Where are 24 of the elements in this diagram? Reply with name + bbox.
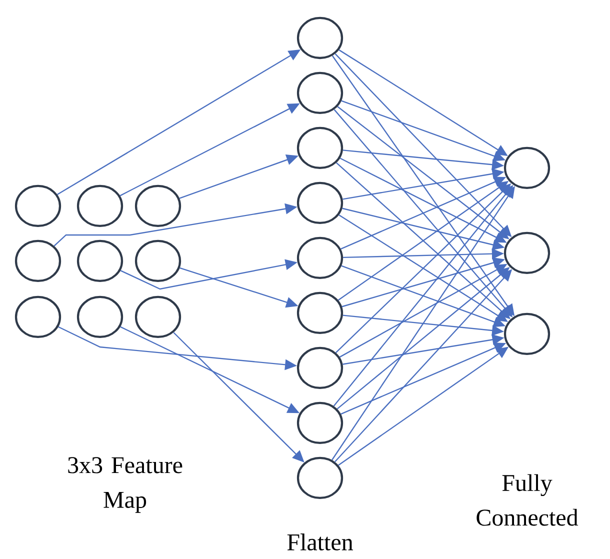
neuron-circle bbox=[296, 236, 344, 280]
axis-label: Flatten bbox=[287, 534, 353, 550]
neuron-circle bbox=[296, 72, 344, 114]
neuron-circle bbox=[76, 184, 124, 228]
neuron-circle bbox=[134, 296, 182, 338]
neuron-circle bbox=[296, 182, 344, 224]
neuron-circle bbox=[14, 240, 62, 282]
neuron-circle bbox=[76, 296, 124, 338]
neuron-circle bbox=[134, 240, 182, 282]
neuron-circle bbox=[504, 312, 550, 356]
neuron-circle bbox=[296, 16, 344, 60]
neuron-circle bbox=[504, 146, 550, 190]
neuron-circle bbox=[296, 402, 344, 444]
neuron-circle bbox=[14, 296, 62, 338]
neuron-circle bbox=[134, 184, 182, 228]
neuron-circle bbox=[296, 126, 344, 170]
axis-label: Fully Connected bbox=[476, 474, 578, 526]
neuron-circle bbox=[504, 232, 550, 274]
neuron-circle bbox=[296, 346, 344, 390]
neuron-circle bbox=[296, 292, 344, 334]
neuron-circle bbox=[296, 456, 344, 500]
axis-label: 3x3 Feature Map bbox=[68, 457, 182, 513]
neuron-circle bbox=[76, 240, 124, 282]
neuron-circle bbox=[14, 184, 62, 228]
